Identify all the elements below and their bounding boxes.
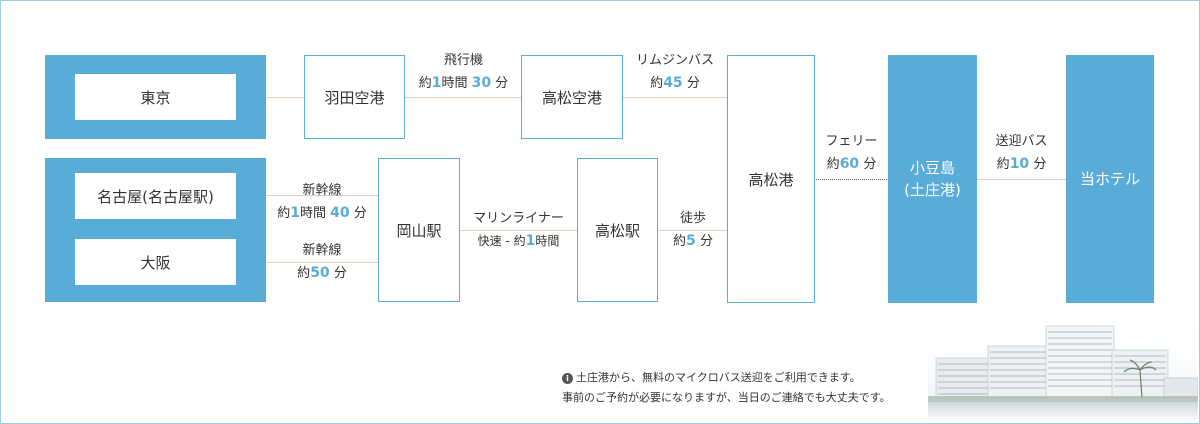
- leg-shinkansen-osaka: 新幹線 約50 分: [265, 240, 379, 285]
- hours-unit: 時間: [535, 234, 560, 248]
- leg-ferry-mode: フェリー: [825, 134, 878, 149]
- shodoshima-name: 小豆島: [909, 159, 955, 177]
- leg-marine-liner-duration: 快速 - 約1時間: [457, 230, 580, 252]
- node-okayama-station: 岡山駅: [378, 158, 460, 302]
- node-takamatsu-airport: 高松空港: [521, 55, 623, 139]
- leg-shuttle-mode: 送迎バス: [995, 134, 1048, 149]
- leg-marine-liner: マリンライナー 快速 - 約1時間: [457, 208, 580, 252]
- connector-osaka-okayama: [265, 262, 379, 263]
- minutes-unit: 分: [686, 76, 700, 91]
- minutes: 40: [330, 205, 350, 221]
- leg-walk-mode: 徒歩: [679, 211, 706, 226]
- origin-tokyo-box: 東京: [45, 55, 266, 139]
- leg-shinkansen-nagoya: 新幹線 約1時間 40 分: [265, 180, 379, 225]
- leg-limousine-duration: 約45 分: [620, 72, 730, 95]
- connector-takamatsu-airport-port: [622, 97, 728, 98]
- minutes-unit: 分: [863, 157, 877, 172]
- connector-nagoya-okayama: [265, 195, 379, 196]
- hotel-name: 当ホテル: [1079, 170, 1140, 188]
- leg-shinkansen-nagoya-mode: 新幹線: [302, 183, 342, 198]
- note-line-1-text: 土庄港から、無料のマイクロバス送迎をご利用できます。: [576, 371, 861, 384]
- minutes: 60: [839, 156, 860, 172]
- leg-walk: 徒歩 約5 分: [656, 208, 730, 253]
- note-line-2: 事前のご予約が必要になりますが、当日のご連絡でも大丈夫です。: [562, 391, 891, 404]
- minutes: 30: [471, 75, 492, 91]
- origin-tokyo: 東京: [75, 74, 236, 120]
- node-shodoshima-tonosho-port: 小豆島 (土庄港): [888, 55, 977, 303]
- hours-unit: 時間: [299, 206, 326, 221]
- leg-plane-mode: 飛行機: [443, 53, 483, 68]
- prefix: 約: [650, 76, 664, 91]
- leg-ferry-duration: 約60 分: [812, 153, 891, 176]
- node-haneda-airport: 羽田空港: [304, 55, 405, 139]
- leg-shinkansen-osaka-mode: 新幹線: [302, 243, 342, 258]
- leg-limousine-mode: リムジンバス: [635, 53, 714, 68]
- leg-limousine: リムジンバス 約45 分: [620, 50, 730, 95]
- prefix: 約: [297, 266, 311, 281]
- hours: 1: [431, 75, 442, 91]
- node-takamatsu-station: 高松駅: [577, 158, 658, 302]
- tonosho-port-name: (土庄港): [904, 181, 961, 199]
- prefix: 約: [673, 234, 687, 249]
- connector-port-shodoshima: [814, 179, 889, 180]
- minutes-unit: 分: [495, 76, 509, 91]
- hours: 1: [290, 205, 300, 221]
- minutes-unit: 分: [1033, 157, 1047, 172]
- leg-plane-duration: 約1時間 30 分: [405, 72, 522, 95]
- minutes: 50: [310, 265, 330, 281]
- minutes-unit: 分: [699, 234, 713, 249]
- leg-shinkansen-nagoya-duration: 約1時間 40 分: [265, 202, 379, 225]
- hours: 1: [525, 233, 536, 249]
- prefix: 約: [418, 76, 432, 91]
- connector-takamatsu-station-port: [657, 230, 728, 231]
- minutes: 45: [663, 75, 683, 91]
- minutes: 10: [1009, 156, 1030, 172]
- minutes-unit: 分: [333, 266, 347, 281]
- leg-plane: 飛行機 約1時間 30 分: [405, 50, 522, 95]
- leg-marine-liner-mode: マリンライナー: [473, 211, 564, 226]
- leg-shinkansen-osaka-duration: 約50 分: [265, 262, 379, 285]
- node-hotel: 当ホテル: [1066, 55, 1154, 303]
- hours-unit: 時間: [441, 76, 468, 91]
- leg-walk-duration: 約5 分: [656, 230, 730, 253]
- origin-nagoya: 名古屋(名古屋駅): [75, 173, 236, 219]
- leg-ferry: フェリー 約60 分: [812, 131, 891, 176]
- info-icon: i: [562, 373, 573, 384]
- origin-nagoya-osaka-box: 名古屋(名古屋駅) 大阪: [45, 158, 266, 302]
- connector-okayama-takamatsu-station: [459, 230, 578, 231]
- connector-shodoshima-hotel: [976, 179, 1067, 180]
- origin-osaka: 大阪: [75, 239, 236, 285]
- minutes-unit: 分: [353, 206, 367, 221]
- prefix: 約: [826, 157, 840, 172]
- leg-shuttle: 送迎バス 約10 分: [976, 131, 1067, 176]
- hotel-building-image: [928, 320, 1198, 422]
- prefix: 約: [277, 206, 291, 221]
- prefix: 約: [996, 157, 1010, 172]
- prefix: 快速 - 約: [477, 234, 526, 248]
- node-takamatsu-port: 高松港: [727, 55, 815, 303]
- leg-shuttle-duration: 約10 分: [976, 153, 1067, 176]
- minutes: 5: [686, 233, 696, 249]
- connector-haneda-takamatsu-airport: [404, 97, 522, 98]
- connector-tokyo-haneda: [265, 97, 305, 98]
